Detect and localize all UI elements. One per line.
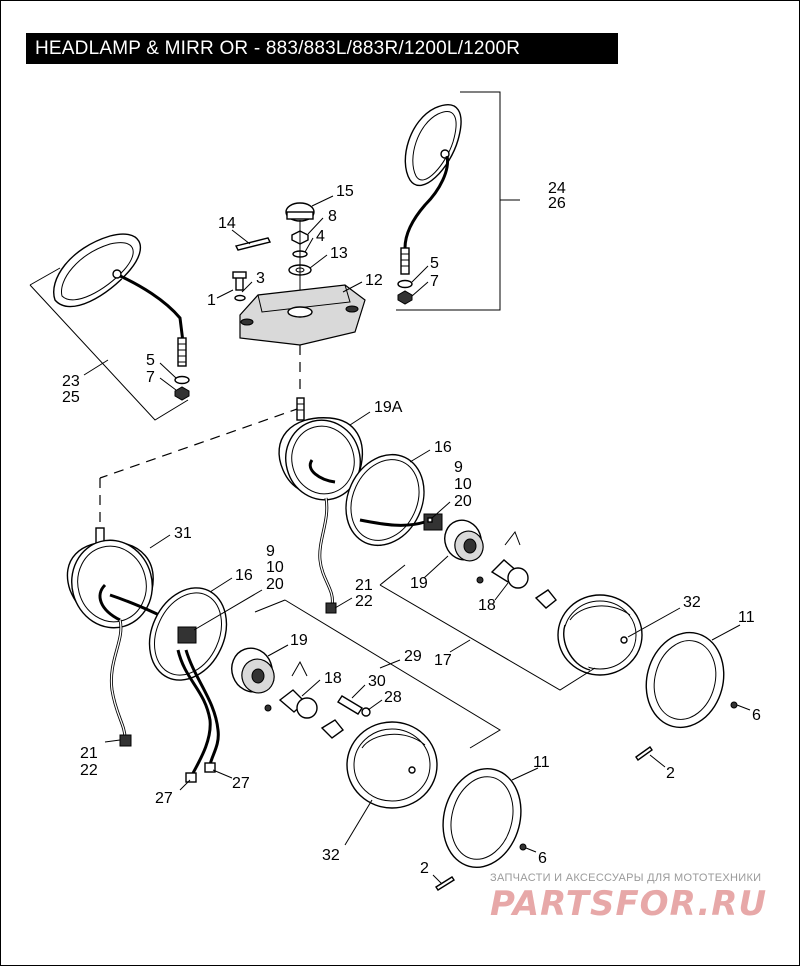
upper-headlamp-shell xyxy=(278,397,738,761)
callout-4: 4 xyxy=(316,228,325,245)
callout-17: 17 xyxy=(434,652,452,669)
callout-19A: 19A xyxy=(374,399,403,416)
callout-6-lower: 6 xyxy=(538,850,547,867)
callout-13: 13 xyxy=(330,245,348,262)
callout-14: 14 xyxy=(218,215,236,232)
callout-8: 8 xyxy=(328,208,337,225)
callout-2-upper: 2 xyxy=(666,765,675,782)
callout-11-lower: 11 xyxy=(533,754,550,771)
callout-6-upper: 6 xyxy=(752,707,761,724)
callout-9-upper: 9 xyxy=(454,459,463,476)
top-clamp-assembly xyxy=(232,202,366,346)
callout-21-upper: 21 xyxy=(355,577,373,594)
callout-7-left: 7 xyxy=(146,369,155,386)
callout-24: 24 xyxy=(548,180,566,197)
callout-15: 15 xyxy=(336,183,354,200)
callout-16-upper: 16 xyxy=(434,439,452,456)
right-mirror xyxy=(396,91,520,311)
callout-29: 29 xyxy=(404,648,422,665)
callout-32-lower: 32 xyxy=(322,847,340,864)
callout-1: 1 xyxy=(207,292,216,309)
callout-30: 30 xyxy=(368,673,386,690)
page-title: HEADLAMP & MIRR OR - 883/883L/883R/1200L… xyxy=(26,33,618,64)
callout-5-left: 5 xyxy=(146,352,155,369)
callout-18-upper: 18 xyxy=(478,597,496,614)
callout-10-upper: 10 xyxy=(454,476,472,493)
callout-25: 25 xyxy=(62,389,80,406)
callout-3: 3 xyxy=(256,270,265,287)
callout-20-lower: 20 xyxy=(266,576,284,593)
callout-12: 12 xyxy=(365,272,383,289)
callout-labels: 1 3 14 15 8 4 13 12 24 26 5 7 5 7 23 25 … xyxy=(62,180,761,877)
callout-20-upper: 20 xyxy=(454,493,472,510)
alignment-lines xyxy=(99,345,301,528)
watermark-tagline: ЗАПЧАСТИ И АКСЕССУАРЫ ДЛЯ МОТОТЕХНИКИ xyxy=(490,872,762,884)
callout-23: 23 xyxy=(62,373,80,390)
callout-19-lower: 19 xyxy=(290,632,308,649)
callout-5-right: 5 xyxy=(430,255,439,272)
callout-21-lower: 21 xyxy=(80,745,98,762)
callout-28: 28 xyxy=(384,689,402,706)
callout-18-lower: 18 xyxy=(324,670,342,687)
callout-22-upper: 22 xyxy=(355,593,373,610)
leader-lines xyxy=(83,195,751,885)
watermark-logo: PARTSFOR.RU xyxy=(490,884,768,924)
left-mirror xyxy=(29,233,190,421)
lower-headlamp-shell xyxy=(66,527,527,891)
callout-22-lower: 22 xyxy=(80,762,98,779)
callout-32-upper: 32 xyxy=(683,594,701,611)
callout-26: 26 xyxy=(548,195,566,212)
callout-10-lower: 10 xyxy=(266,559,284,576)
callout-16-lower: 16 xyxy=(235,567,253,584)
callout-2-lower: 2 xyxy=(420,860,429,877)
callout-9-lower: 9 xyxy=(266,543,275,560)
callout-11-upper: 11 xyxy=(738,609,755,626)
callout-7-right: 7 xyxy=(430,273,439,290)
callout-19-upper: 19 xyxy=(410,575,428,592)
callout-31: 31 xyxy=(174,525,192,542)
callout-27-left: 27 xyxy=(155,790,173,807)
callout-27-right: 27 xyxy=(232,775,250,792)
